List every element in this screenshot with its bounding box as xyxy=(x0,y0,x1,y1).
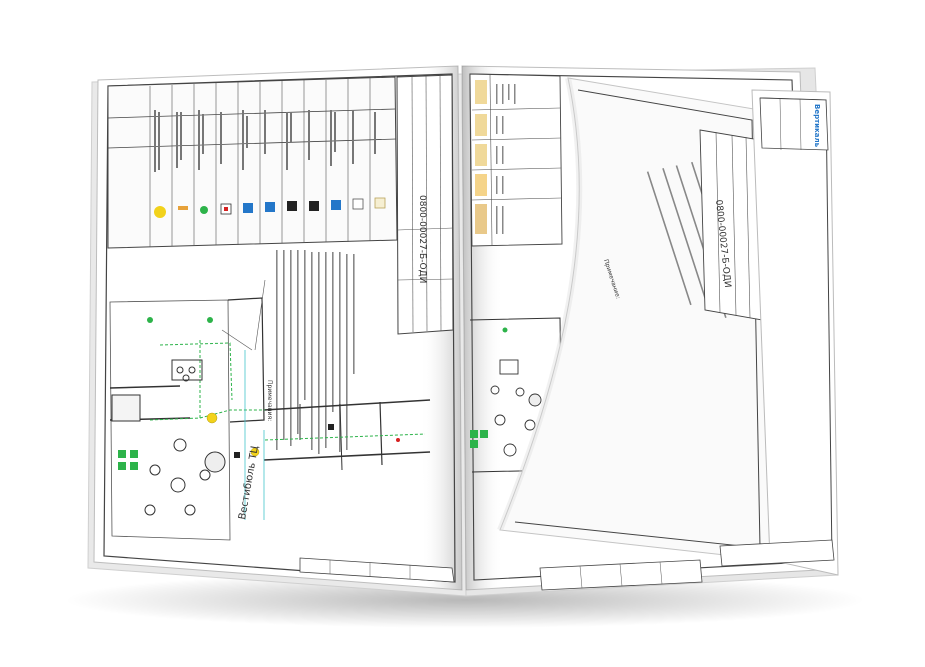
legend-symbol-tactile-strip xyxy=(374,197,386,209)
left-page: 0800-00027-Б-ОДИ Примечания: xyxy=(93,65,463,591)
legend-symbol-orange-bar xyxy=(178,206,188,210)
curled-title-block: 0800-00027-Б-ОДИ xyxy=(699,129,763,321)
right-edge-title-block: Вертикаль xyxy=(751,89,839,576)
left-notes-title: Примечания: xyxy=(266,380,273,421)
curled-sheet: Примечание: 0800-00027-Б-ОДИ xyxy=(497,77,771,561)
left-title-block: 0800-00027-Б-ОДИ xyxy=(396,74,454,335)
legend-symbol-tactile-icon xyxy=(287,201,297,211)
legend-symbol-tactile-icon-2 xyxy=(309,201,319,211)
left-doc-code: 0800-00027-Б-ОДИ xyxy=(417,195,427,283)
right-legend-table xyxy=(469,73,563,247)
legend-symbol-red-button xyxy=(224,207,228,211)
legend-symbol-green-dot xyxy=(200,206,208,214)
legend-symbol-accessibility-icon-2 xyxy=(265,202,275,212)
legend-symbol-yellow-circle xyxy=(154,206,166,218)
legend-symbol-braille-plate xyxy=(352,198,364,210)
legend-symbol-accessibility-icon xyxy=(243,203,253,213)
legend-symbol-hearing-icon xyxy=(331,200,341,210)
brand-logo-text: Вертикаль xyxy=(813,104,821,148)
left-notes: Примечания: xyxy=(266,250,355,454)
right-edge-bottom-stamp xyxy=(719,539,835,567)
book-shadow xyxy=(65,572,865,628)
left-bottom-stamp xyxy=(299,557,455,583)
left-floor-plan xyxy=(109,279,431,541)
legend-table xyxy=(107,76,398,249)
left-drawing-frame xyxy=(103,73,456,583)
